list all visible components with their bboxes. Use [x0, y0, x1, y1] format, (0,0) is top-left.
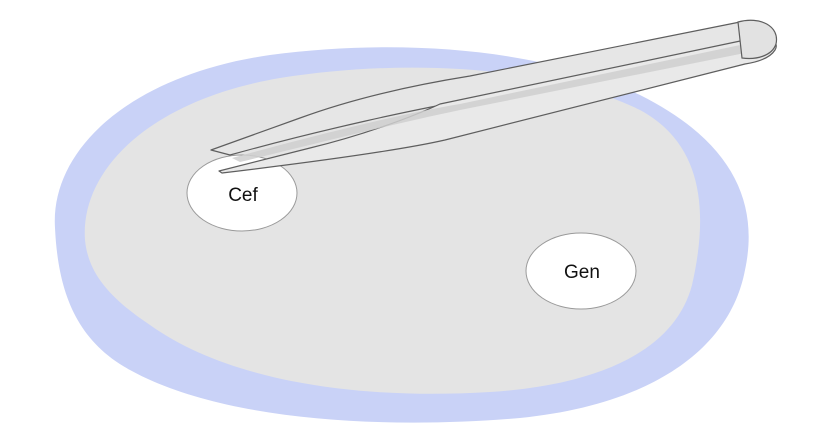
antibiotic-disk-cef: Cef: [186, 154, 298, 232]
disk-cef-circle: [186, 154, 298, 232]
disk-gen-circle: [525, 232, 637, 310]
forceps-icon: [210, 19, 778, 174]
forceps-hinge: [737, 19, 778, 60]
disk-cef-label: Cef: [228, 185, 258, 206]
forceps-shadow: [232, 43, 770, 162]
antibiotic-disk-gen: Gen: [525, 232, 637, 310]
disk-gen-label: Gen: [564, 262, 600, 283]
